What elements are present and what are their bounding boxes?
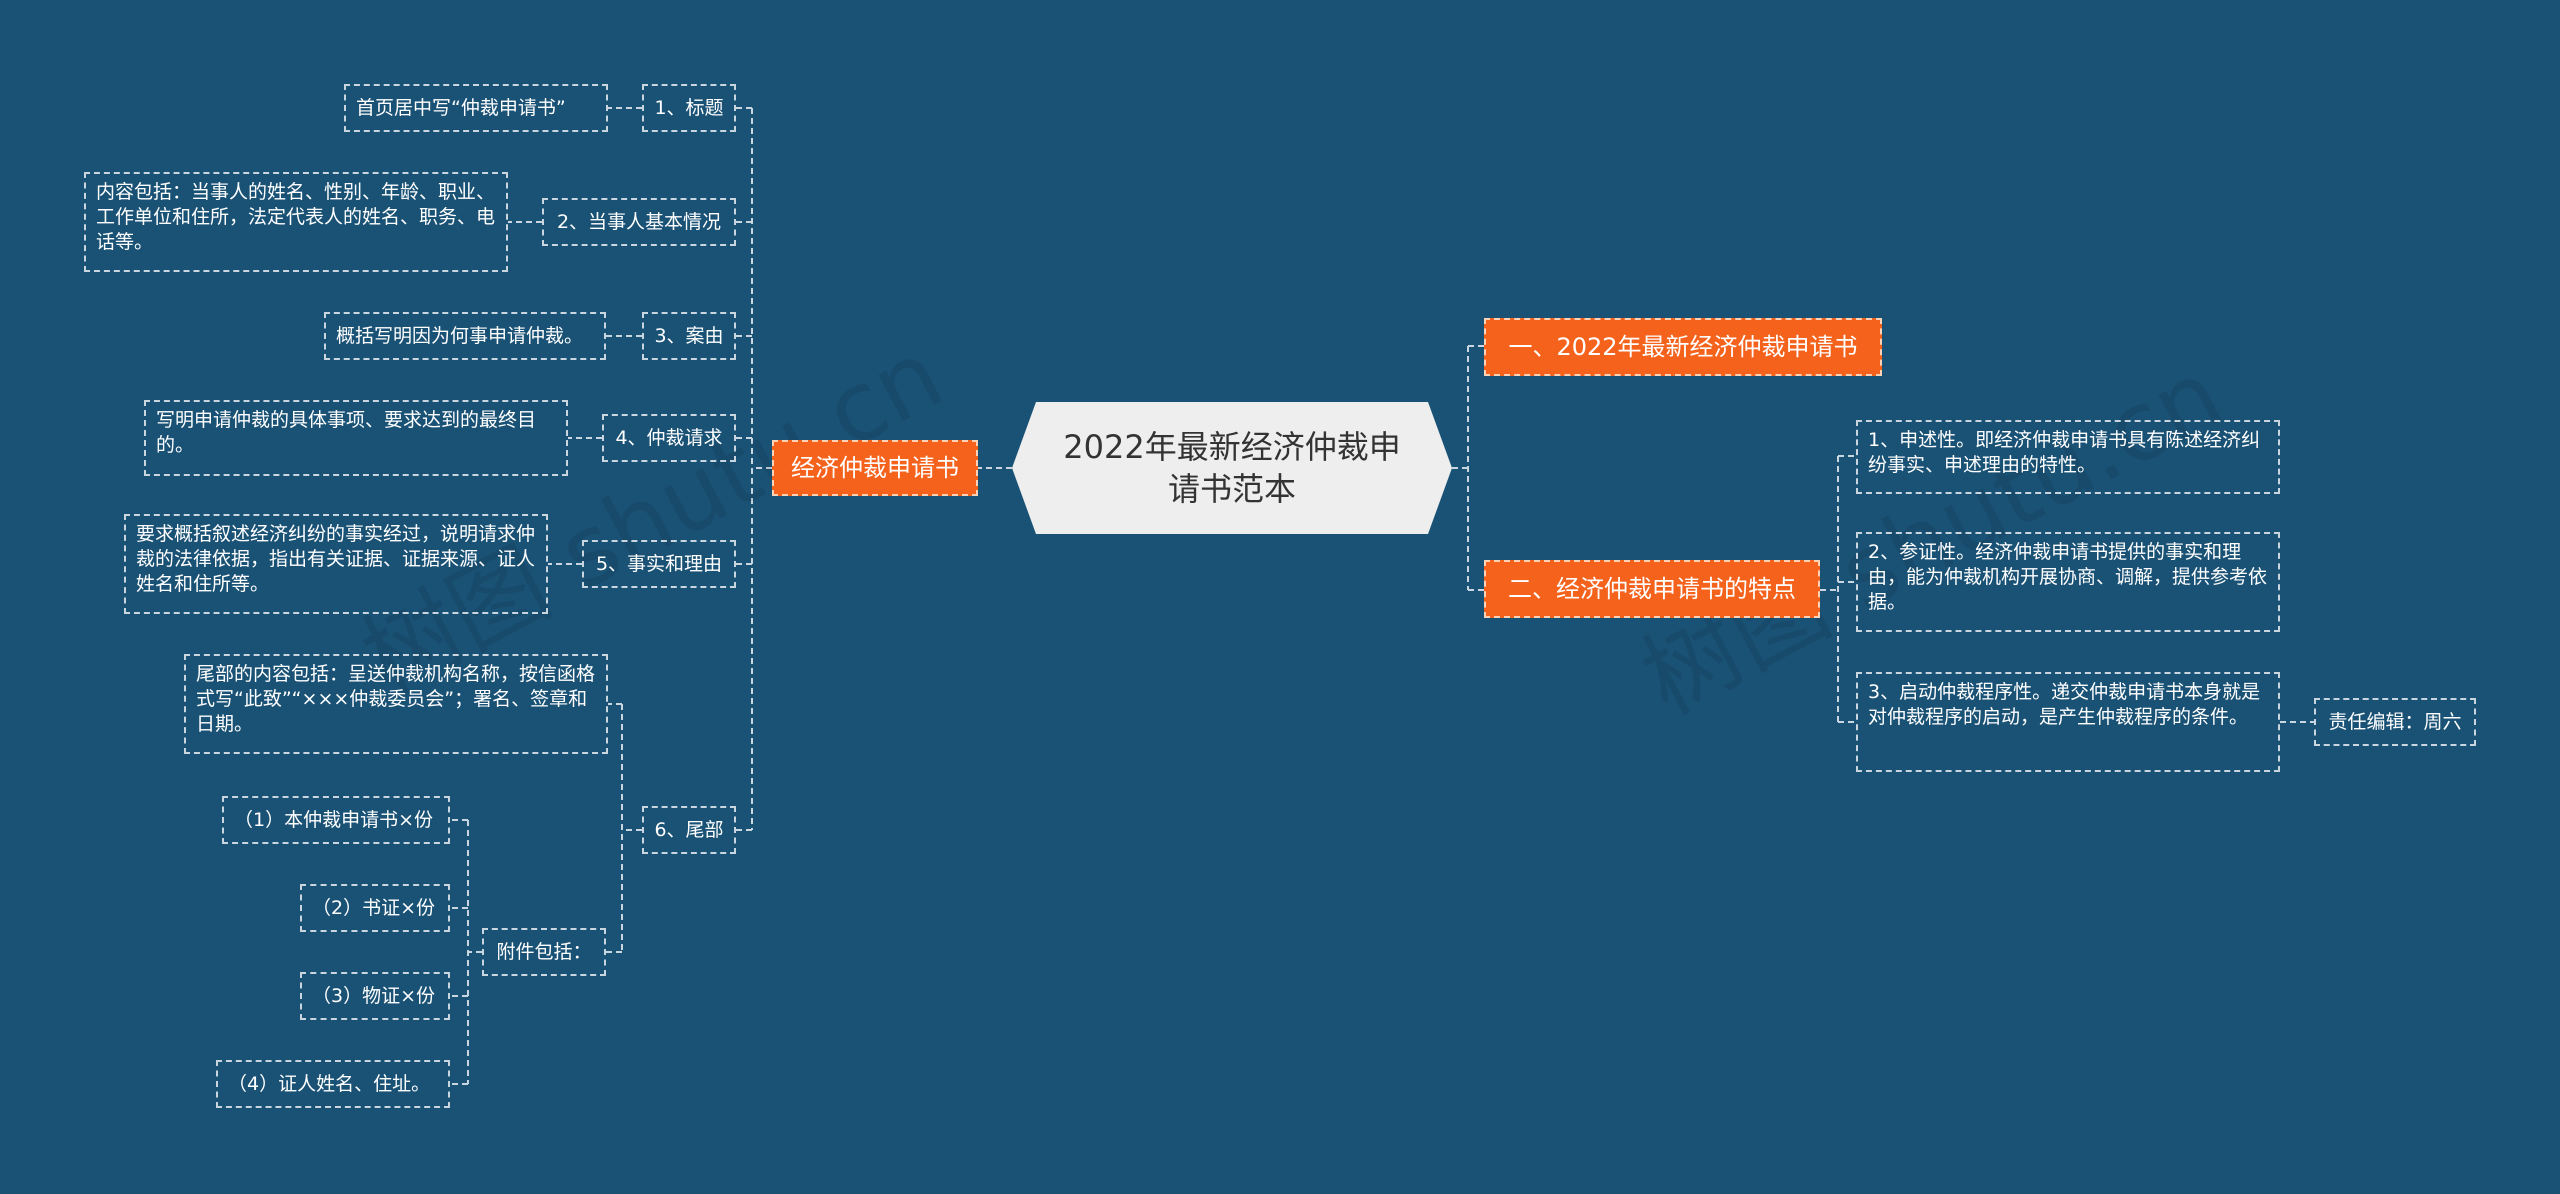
- item-parties-info[interactable]: 2、当事人基本情况: [542, 198, 736, 246]
- attachment-item-4: （4）证人姓名、住址。: [216, 1060, 450, 1108]
- feature-reference: 2、参证性。经济仲裁申请书提供的事实和理由，能为仲裁机构开展协商、调解，提供参考…: [1856, 532, 2280, 632]
- attachment-item-1: （1）本仲裁申请书×份: [222, 796, 450, 844]
- attachments-label[interactable]: 附件包括：: [482, 928, 606, 976]
- detail-title: 首页居中写“仲裁申请书”: [344, 84, 608, 132]
- detail-claims: 写明申请仲裁的具体事项、要求达到的最终目的。: [144, 400, 568, 476]
- detail-facts-reasons: 要求概括叙述经济纠纷的事实经过，说明请求仲裁的法律依据，指出有关证据、证据来源、…: [124, 514, 548, 614]
- detail-cause: 概括写明因为何事申请仲裁。: [324, 312, 606, 360]
- item-facts-reasons[interactable]: 5、事实和理由: [582, 540, 736, 588]
- item-claims[interactable]: 4、仲裁请求: [602, 414, 736, 462]
- attachment-item-3: （3）物证×份: [300, 972, 450, 1020]
- item-ending[interactable]: 6、尾部: [642, 806, 736, 854]
- detail-parties-info: 内容包括：当事人的姓名、性别、年龄、职业、工作单位和住所，法定代表人的姓名、职务…: [84, 172, 508, 272]
- item-title[interactable]: 1、标题: [642, 84, 736, 132]
- attachment-item-2: （2）书证×份: [300, 884, 450, 932]
- branch-application-structure[interactable]: 经济仲裁申请书: [772, 440, 978, 496]
- feature-initiation: 3、启动仲裁程序性。递交仲裁申请书本身就是对仲裁程序的启动，是产生仲裁程序的条件…: [1856, 672, 2280, 772]
- root-topic[interactable]: 2022年最新经济仲裁申请书范本: [1012, 402, 1452, 534]
- branch-features[interactable]: 二、经济仲裁申请书的特点: [1484, 560, 1820, 618]
- branch-latest-application[interactable]: 一、2022年最新经济仲裁申请书: [1484, 318, 1882, 376]
- feature-statement: 1、申述性。即经济仲裁申请书具有陈述经济纠纷事实、申述理由的特性。: [1856, 420, 2280, 494]
- detail-ending: 尾部的内容包括：呈送仲裁机构名称，按信函格式写“此致”“×××仲裁委员会”；署名…: [184, 654, 608, 754]
- item-cause[interactable]: 3、案由: [642, 312, 736, 360]
- editor-note: 责任编辑：周六: [2314, 698, 2476, 746]
